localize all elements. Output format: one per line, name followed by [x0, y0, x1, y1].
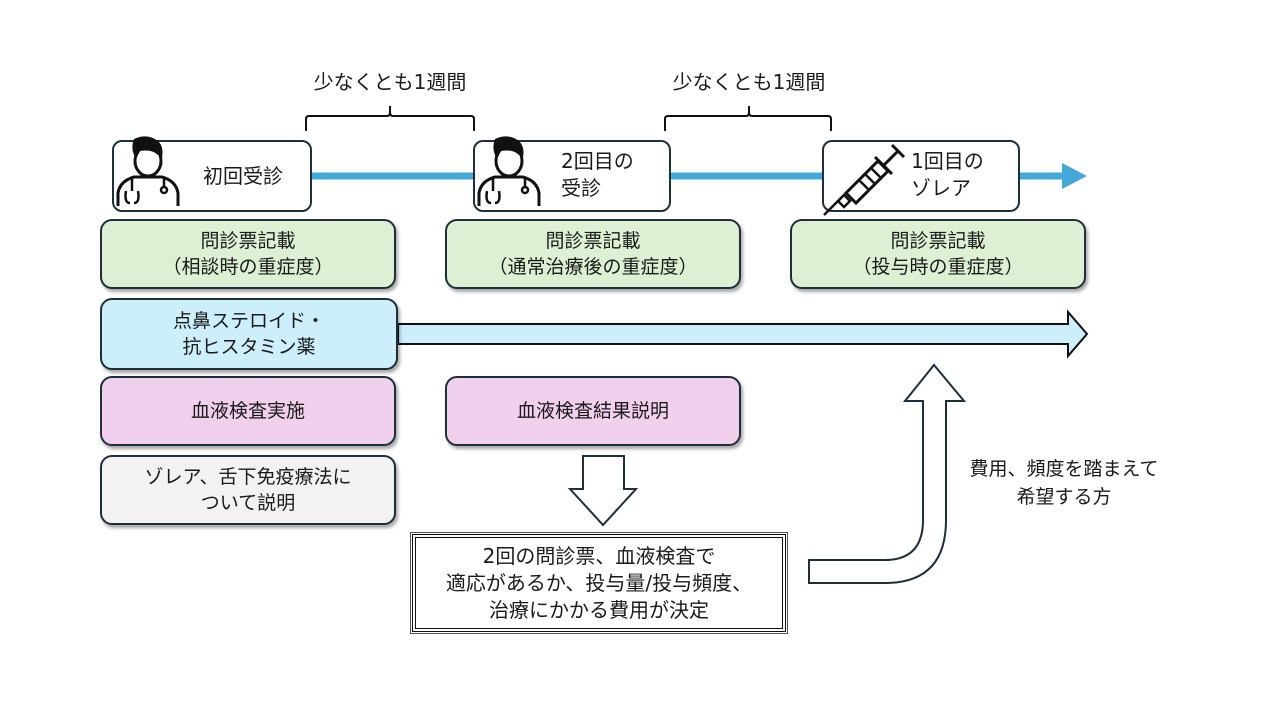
box-line: 適応があるか、投与量/投与頻度、: [445, 570, 753, 595]
box-line: 点鼻ステロイド・: [172, 310, 325, 332]
visit-label-line: 1回目の: [911, 149, 984, 173]
questionnaire-box-dosing: 問診票記載 （投与時の重症度）: [790, 219, 1086, 289]
box-line: （通常治療後の重症度）: [488, 256, 698, 278]
doctor-icon: [116, 136, 180, 206]
blood-test-box: 血液検査実施: [100, 376, 396, 446]
visit-label-line: 2回目の: [561, 149, 634, 173]
medication-continuation-arrow: [397, 309, 1089, 359]
questionnaire-box-initial: 問診票記載 （相談時の重症度）: [100, 219, 396, 289]
blood-test-result-box: 血液検査結果説明: [445, 376, 741, 446]
box-line: 問診票記載: [545, 230, 641, 252]
box-line: 血液検査実施: [190, 400, 305, 422]
box-line: 問診票記載: [890, 230, 986, 252]
visit-label-line: 受診: [561, 176, 601, 200]
box-line: ついて説明: [200, 492, 296, 514]
patient-choice-note: 費用、頻度を踏まえて 希望する方: [948, 455, 1180, 511]
down-arrow: [567, 455, 639, 527]
period-bracket: [664, 106, 832, 131]
timeline-arrowhead: [1062, 163, 1087, 189]
medication-box: 点鼻ステロイド・ 抗ヒスタミン薬: [100, 298, 398, 370]
box-line: 問診票記載: [200, 230, 296, 252]
period-label: 少なくとも1週間: [313, 70, 467, 94]
decision-box: 2回の問診票、血液検査で 適応があるか、投与量/投与頻度、 治療にかかる費用が決…: [410, 532, 788, 634]
note-line: 費用、頻度を踏まえて: [969, 458, 1159, 480]
box-line: 抗ヒスタミン薬: [182, 336, 316, 358]
box-line: 2回の問診票、血液検査で: [482, 543, 716, 568]
visit-label: 初回受診: [203, 164, 283, 188]
visit-label-line: ゾレア: [911, 176, 971, 200]
box-line: 治療にかかる費用が決定: [489, 597, 709, 622]
box-line: ゾレア、舌下免疫療法に: [144, 466, 352, 488]
box-line: 血液検査結果説明: [516, 400, 669, 422]
box-line: （投与時の重症度）: [852, 256, 1024, 278]
period-label: 少なくとも1週間: [672, 70, 826, 94]
period-bracket: [305, 106, 475, 131]
curved-up-arrow: [808, 363, 967, 584]
doctor-icon: [477, 136, 541, 206]
explanation-box: ゾレア、舌下免疫療法に ついて説明: [100, 455, 396, 525]
questionnaire-box-second: 問診票記載 （通常治療後の重症度）: [445, 219, 741, 289]
visit-label: 1回目の ゾレア: [911, 148, 984, 202]
syringe-icon: [823, 143, 906, 216]
note-line: 希望する方: [1016, 486, 1112, 508]
visit-label: 2回目の 受診: [561, 148, 634, 202]
box-line: （相談時の重症度）: [162, 256, 334, 278]
